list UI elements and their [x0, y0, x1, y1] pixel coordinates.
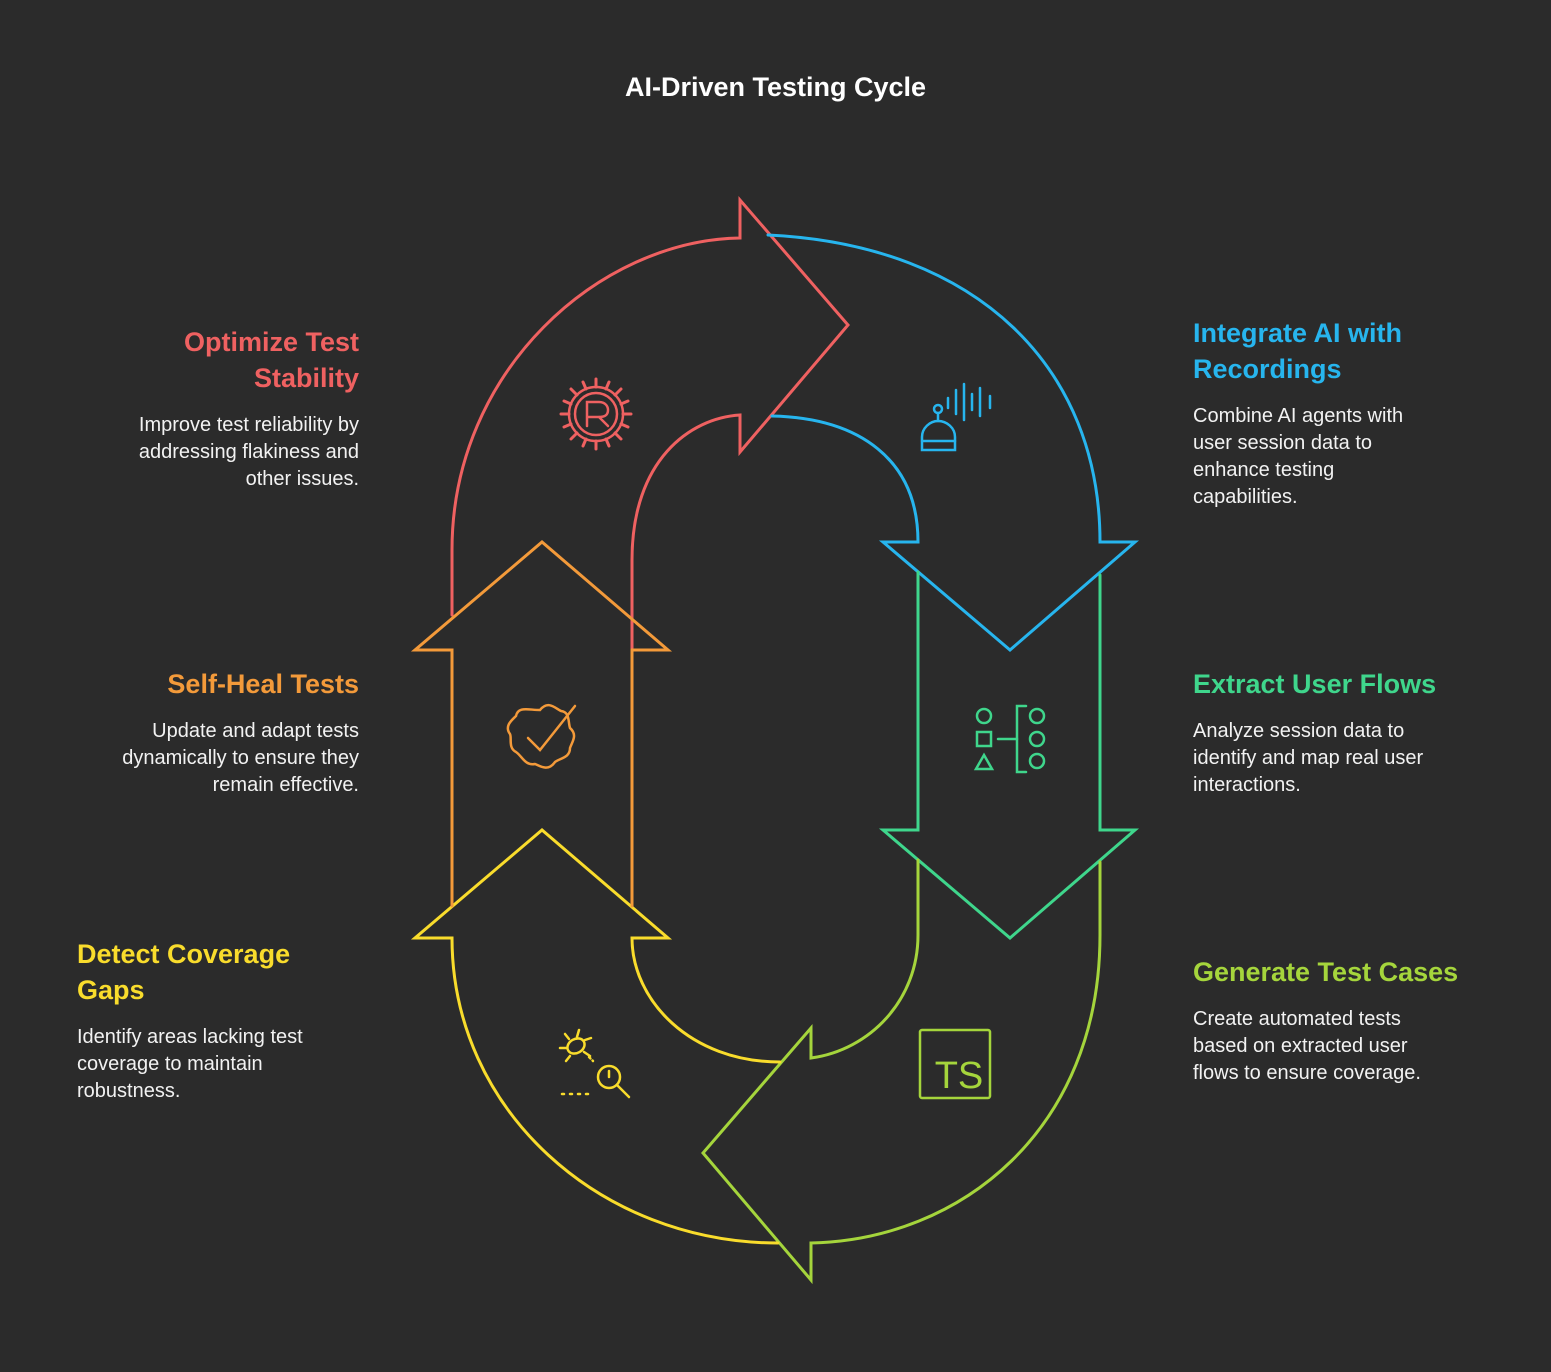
typescript-icon: TS	[918, 1028, 992, 1100]
rust-gear-icon	[559, 377, 633, 451]
arrow-optimize	[450, 195, 850, 650]
step-integrate: Integrate AI with Recordings Combine AI …	[1193, 315, 1513, 511]
badge-check-icon	[506, 703, 577, 769]
step-self-heal-description: Update and adapt tests dynamically to en…	[122, 720, 359, 796]
step-generate: Generate Test Cases Create automated tes…	[1193, 954, 1523, 1087]
step-optimize-description: Improve test reliability by addressing f…	[138, 414, 359, 490]
step-generate-title: Generate Test Cases	[1193, 957, 1459, 987]
arrow-detect	[410, 828, 782, 1245]
arrow-self-heal	[410, 540, 673, 908]
arrow-generate	[701, 858, 1102, 1285]
step-detect-description: Identify areas lacking test coverage to …	[77, 1026, 303, 1102]
typescript-icon-label: TS	[935, 1055, 984, 1097]
step-extract-title: Extract User Flows	[1193, 669, 1437, 699]
step-optimize-title: Optimize Test Stability	[183, 327, 359, 393]
flow-shapes-icon	[973, 704, 1046, 774]
step-self-heal-title: Self-Heal Tests	[167, 669, 359, 699]
step-extract: Extract User Flows Analyze session data …	[1193, 666, 1513, 799]
bug-search-icon	[558, 1028, 631, 1099]
step-optimize: Optimize Test Stability Improve test rel…	[29, 324, 359, 493]
step-detect-title: Detect Coverage Gaps	[77, 939, 291, 1005]
step-integrate-title: Integrate AI with Recordings	[1193, 318, 1403, 384]
step-generate-description: Create automated tests based on extracte…	[1193, 1008, 1421, 1084]
step-self-heal: Self-Heal Tests Update and adapt tests d…	[29, 666, 359, 799]
diagram-title: AI-Driven Testing Cycle	[624, 72, 927, 102]
arrow-integrate	[766, 233, 1140, 652]
step-extract-description: Analyze session data to identify and map…	[1193, 720, 1424, 796]
step-integrate-description: Combine AI agents with user session data…	[1193, 405, 1404, 508]
arrow-extract	[878, 570, 1140, 940]
robot-voice-icon	[920, 382, 992, 452]
step-detect: Detect Coverage Gaps Identify areas lack…	[77, 936, 377, 1105]
